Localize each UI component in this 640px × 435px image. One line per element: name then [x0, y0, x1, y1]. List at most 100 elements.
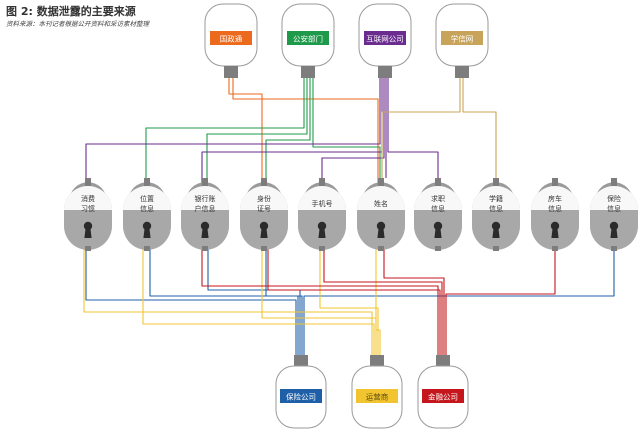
data-type-label: 信息: [489, 204, 503, 213]
data-type-label: 房车: [548, 194, 562, 203]
data-type-label: 学籍: [489, 194, 503, 203]
source-connector: [455, 66, 469, 78]
source-label: 互联网公司: [366, 35, 404, 44]
link-type-5-to-user-1: [375, 246, 381, 366]
link-source-0-to-type-3: [228, 78, 263, 188]
data-type-label: 信息: [431, 204, 445, 213]
lock-label-area: [590, 186, 638, 210]
lock-connector: [144, 178, 150, 187]
keyhole-slot-icon: [434, 228, 442, 238]
source-cylinders: 国政通 公安部门 互联网公司 学信网: [204, 3, 489, 78]
link-type-3-to-user-1: [261, 246, 377, 366]
data-type-label: 信息: [607, 204, 621, 213]
lock-label-area: [472, 186, 520, 210]
user-connector: [370, 355, 384, 367]
link-type-1-to-user-1: [142, 246, 375, 366]
user-label: 运营商: [366, 392, 389, 402]
lock-connector: [552, 178, 558, 187]
keyhole-slot-icon: [318, 228, 326, 238]
link-type-2-to-user-2: [201, 246, 439, 366]
user-label: 金融公司: [428, 392, 458, 402]
source-connector: [301, 66, 315, 78]
link-source-1-to-type-2: [206, 78, 308, 188]
data-type-label: 消费: [81, 194, 95, 203]
keyhole-slot-icon: [377, 228, 385, 238]
link-type-2-to-user-0: [207, 246, 301, 366]
user-label: 保险公司: [286, 392, 316, 402]
data-type-label: 身份: [257, 194, 271, 203]
lock-label-area: [357, 186, 405, 210]
source-label: 学信网: [451, 34, 474, 44]
lock-bottom-connector: [319, 246, 325, 251]
lock-label-area: [181, 186, 229, 210]
lock-bottom-connector: [552, 246, 558, 251]
user-connector: [436, 355, 450, 367]
link-source-1-to-type-1: [145, 78, 305, 188]
data-type-label: 证号: [257, 205, 271, 213]
data-type-label: 位置: [140, 194, 154, 203]
lock-bottom-connector: [85, 246, 91, 251]
link-source-3-to-type-5: [381, 78, 461, 188]
lock-connector: [85, 178, 91, 187]
link-type-1-to-user-0: [149, 246, 299, 366]
lock-connector: [378, 178, 384, 187]
keyhole-slot-icon: [551, 228, 559, 238]
link-source-1-to-type-5: [312, 78, 381, 188]
keyhole-slot-icon: [492, 228, 500, 238]
source-label: 国政通: [220, 34, 243, 44]
lock-label-area: [414, 186, 462, 210]
source-connector: [224, 66, 238, 78]
lock-label-area: [123, 186, 171, 210]
source-note: 资料来源：本刊记者根据公开资料和采访素材整理: [6, 20, 149, 28]
keyhole-slot-icon: [201, 228, 209, 238]
data-type-locks: 消费习惯位置信息银行账户信息身份证号手机号姓名求职信息学籍信息房车信息保险信息: [64, 178, 638, 251]
link-type-0-to-user-1: [83, 246, 373, 366]
link-type-4-to-user-2: [323, 246, 443, 366]
data-type-label: 手机号: [312, 199, 333, 208]
data-type-label: 求职: [431, 194, 445, 203]
lock-bottom-connector: [202, 246, 208, 251]
link-source-2-to-type-4: [321, 78, 385, 188]
data-type-label: 习惯: [81, 204, 95, 213]
data-type-label: 保险: [607, 194, 621, 203]
lock-label-area: [64, 186, 112, 210]
lock-bottom-connector: [435, 246, 441, 251]
connection-lines: [83, 78, 615, 366]
link-type-0-to-user-0: [85, 246, 297, 366]
link-type-3-to-user-2: [267, 246, 441, 366]
link-type-8-to-user-2: [445, 246, 556, 366]
lock-label-area: [298, 186, 346, 210]
link-type-3-to-user-0: [265, 246, 303, 366]
link-source-2-to-type-0: [85, 78, 381, 188]
data-type-label: 户信息: [195, 204, 216, 213]
lock-connector: [261, 178, 267, 187]
source-label-bg: [364, 31, 406, 45]
lock-connector: [435, 178, 441, 187]
keyhole-slot-icon: [610, 228, 618, 238]
user-cylinders: 保险公司 运营商 金融公司: [275, 355, 469, 429]
lock-connector: [611, 178, 617, 187]
link-type-5-to-user-2: [383, 246, 445, 366]
source-label: 公安部门: [293, 34, 323, 44]
lock-bottom-connector: [144, 246, 150, 251]
lock-connector: [493, 178, 499, 187]
user-label-bg: [422, 389, 464, 403]
source-label-bg: [441, 31, 483, 45]
lock-label-area: [240, 186, 288, 210]
data-type-label: 姓名: [374, 199, 388, 208]
lock-connector: [319, 178, 325, 187]
user-connector: [294, 355, 308, 367]
page-title: 图 2: 数据泄露的主要来源: [6, 5, 136, 18]
lock-bottom-connector: [261, 246, 267, 251]
link-source-2-to-type-6: [387, 78, 439, 188]
source-connector: [378, 66, 392, 78]
data-type-label: 银行账: [195, 194, 216, 203]
user-label-bg: [356, 389, 398, 403]
source-label-bg: [210, 31, 252, 45]
data-type-label: 信息: [140, 204, 154, 213]
link-type-9-to-user-0: [303, 246, 615, 366]
user-label-bg: [280, 389, 322, 403]
lock-bottom-connector: [378, 246, 384, 251]
link-source-3-to-type-7: [462, 78, 497, 188]
